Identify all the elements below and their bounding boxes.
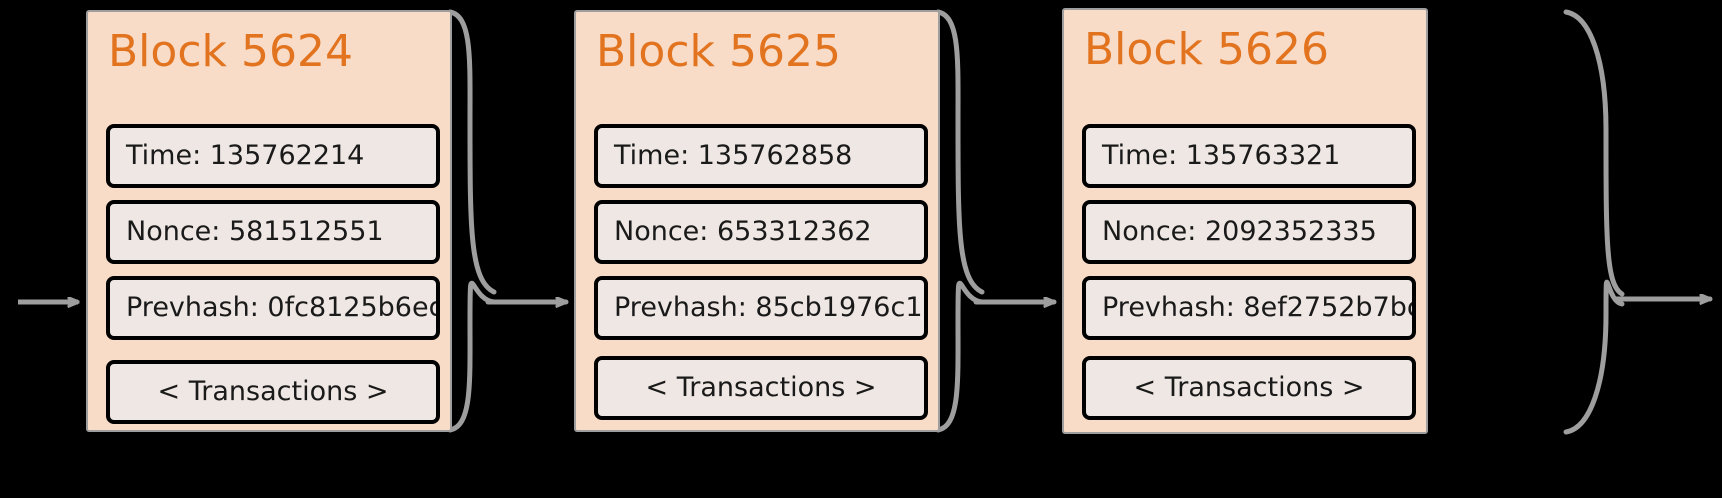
block-title: Block 5625 xyxy=(596,26,841,77)
block-card-5625[interactable]: Block 5625 Time: 135762858 Nonce: 653312… xyxy=(574,10,940,432)
block-card-5626[interactable]: Block 5626 Time: 135763321 Nonce: 209235… xyxy=(1062,8,1428,434)
block-field-transactions-text: < Transactions > xyxy=(157,376,389,407)
block-field-transactions[interactable]: < Transactions > xyxy=(1082,356,1416,420)
block-field-time[interactable]: Time: 135763321 xyxy=(1082,124,1416,188)
block-field-time[interactable]: Time: 135762214 xyxy=(106,124,440,188)
block-field-nonce-text: Nonce: 2092352335 xyxy=(1102,216,1377,247)
block-field-transactions[interactable]: < Transactions > xyxy=(594,356,928,420)
block-field-time[interactable]: Time: 135762858 xyxy=(594,124,928,188)
block-field-time-text: Time: 135762214 xyxy=(126,140,365,171)
block-field-nonce[interactable]: Nonce: 653312362 xyxy=(594,200,928,264)
outgoing-arrow xyxy=(1563,9,1713,435)
block-field-transactions[interactable]: < Transactions > xyxy=(106,360,440,424)
block-card-5624[interactable]: Block 5624 Time: 135762214 Nonce: 581512… xyxy=(86,10,452,432)
block-field-transactions-text: < Transactions > xyxy=(645,372,877,403)
block-field-time-text: Time: 135763321 xyxy=(1102,140,1341,171)
block-field-prevhash[interactable]: Prevhash: 8ef2752b7bc3 xyxy=(1082,276,1416,340)
block-field-prevhash-text: Prevhash: 85cb1976c171 xyxy=(614,292,928,323)
connector-5625-to-5626 xyxy=(935,9,1057,433)
block-field-nonce-text: Nonce: 581512551 xyxy=(126,216,384,247)
connector-5624-to-5625 xyxy=(447,9,569,433)
block-title: Block 5624 xyxy=(108,26,353,77)
block-field-transactions-text: < Transactions > xyxy=(1133,372,1365,403)
block-field-prevhash-text: Prevhash: 0fc8125b6ed4 xyxy=(126,292,440,323)
block-field-prevhash[interactable]: Prevhash: 0fc8125b6ed4 xyxy=(106,276,440,340)
block-field-nonce[interactable]: Nonce: 2092352335 xyxy=(1082,200,1416,264)
block-field-nonce[interactable]: Nonce: 581512551 xyxy=(106,200,440,264)
block-field-time-text: Time: 135762858 xyxy=(614,140,853,171)
block-field-prevhash-text: Prevhash: 8ef2752b7bc3 xyxy=(1102,292,1416,323)
block-field-prevhash[interactable]: Prevhash: 85cb1976c171 xyxy=(594,276,928,340)
block-field-nonce-text: Nonce: 653312362 xyxy=(614,216,872,247)
block-title: Block 5626 xyxy=(1084,24,1329,75)
